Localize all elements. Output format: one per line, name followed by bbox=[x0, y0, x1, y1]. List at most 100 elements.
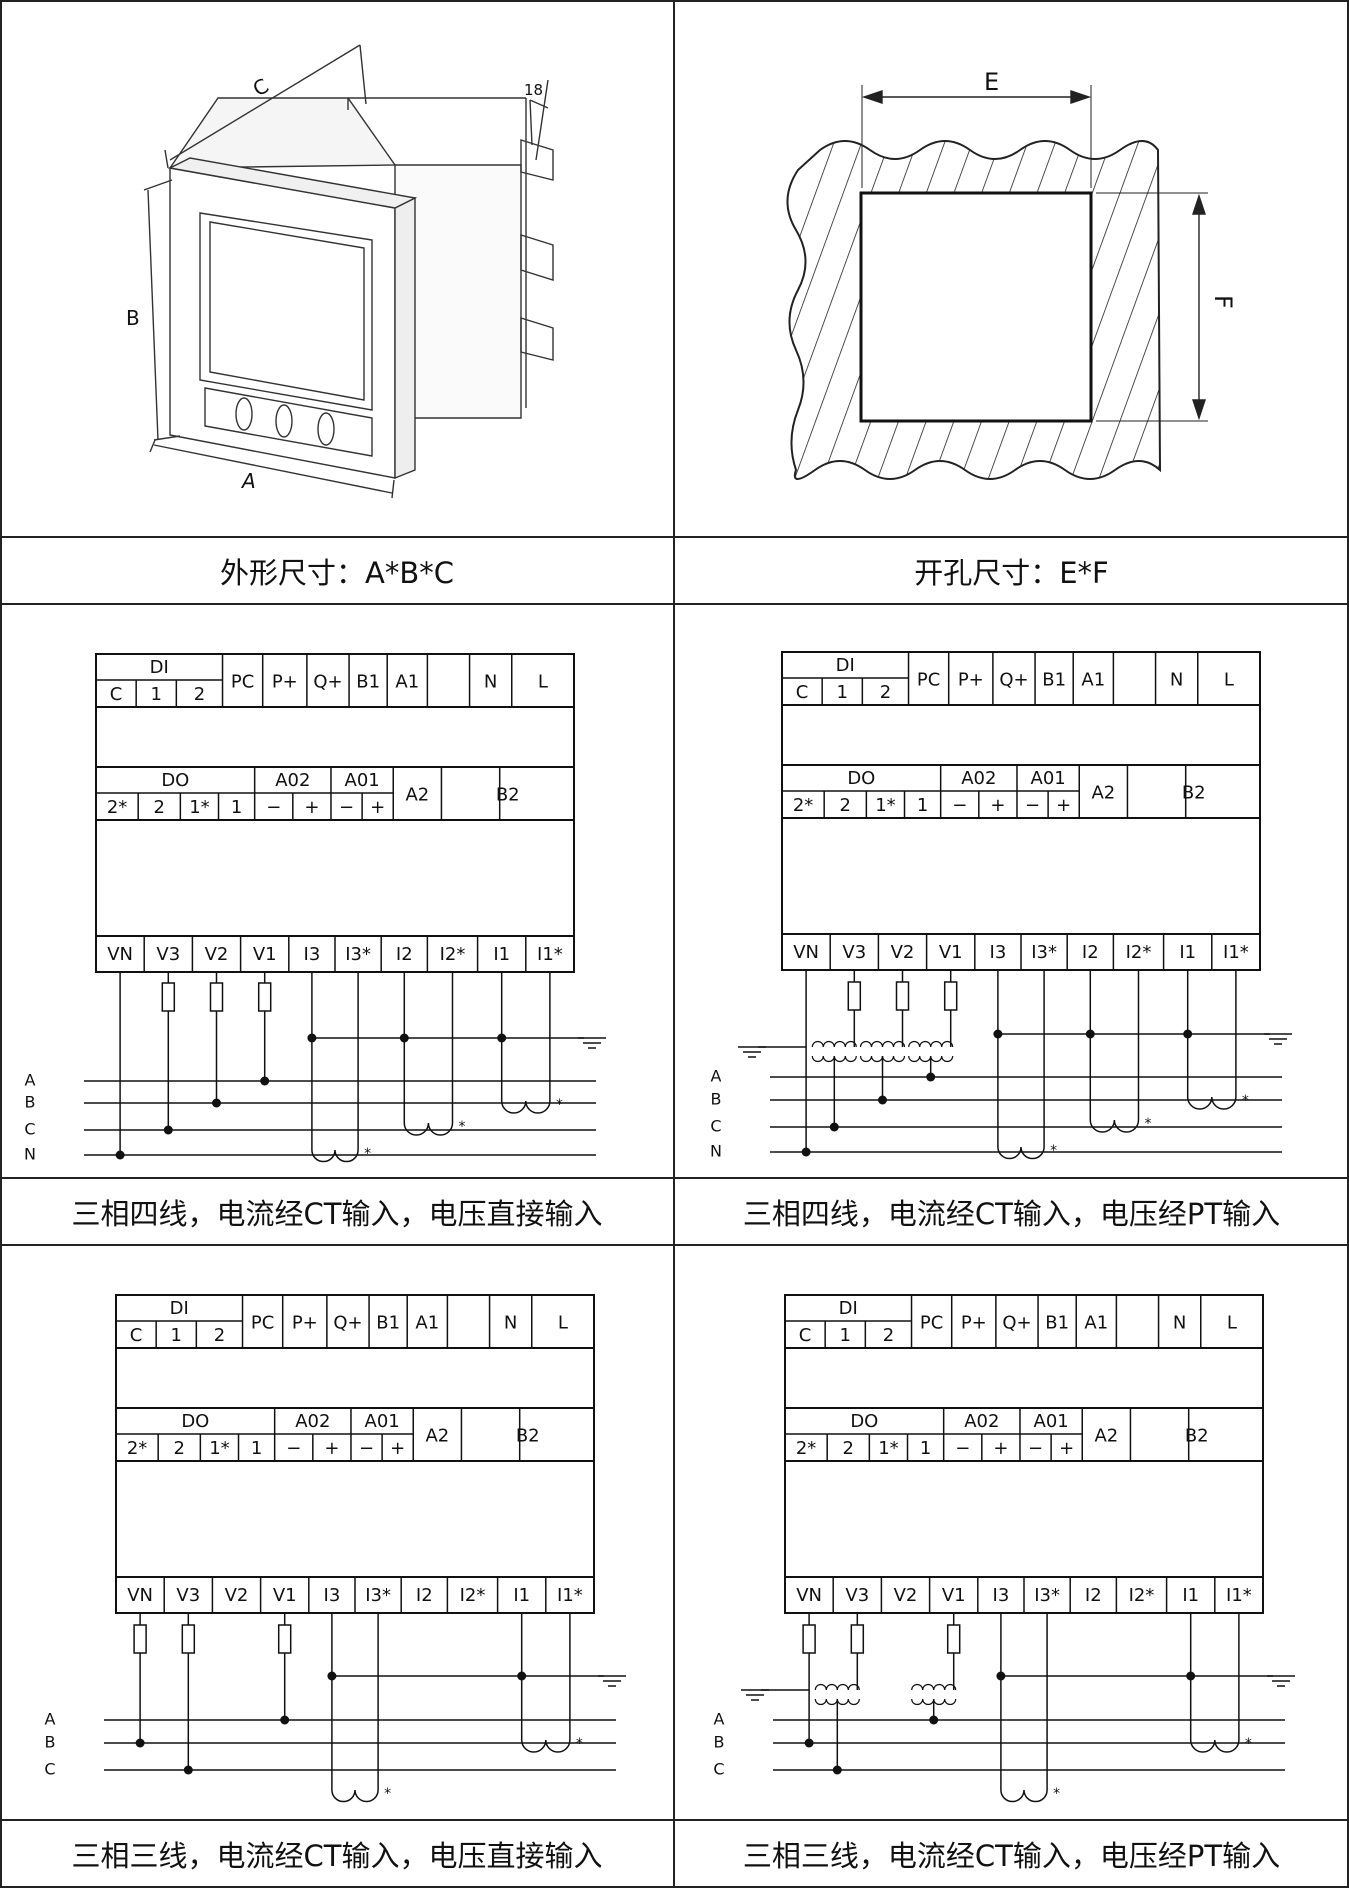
bottom-terminal: VN bbox=[796, 1585, 822, 1606]
ct-coil bbox=[1189, 1739, 1240, 1753]
dim-label-a: A bbox=[240, 469, 256, 493]
do-terminal: 1 bbox=[251, 1438, 262, 1459]
ao-terminal: − bbox=[955, 1438, 970, 1459]
do-terminal: 1 bbox=[231, 797, 242, 818]
fuse-symbol bbox=[181, 1624, 196, 1654]
bottom-terminal: VN bbox=[107, 944, 133, 965]
a2-terminal: A2 bbox=[1094, 1426, 1118, 1447]
ct-coil bbox=[1089, 1119, 1140, 1133]
ao2-header: A02 bbox=[961, 768, 996, 789]
ao-terminal: + bbox=[304, 797, 319, 818]
top-terminal: N bbox=[504, 1313, 517, 1334]
b2-terminal: B2 bbox=[1185, 1426, 1209, 1447]
ao-terminal: − bbox=[339, 797, 354, 818]
ao-terminal: − bbox=[266, 797, 281, 818]
di-terminal: 2 bbox=[880, 682, 891, 703]
bottom-terminal: VN bbox=[127, 1585, 153, 1606]
ao-terminal: − bbox=[952, 795, 967, 816]
top-terminal: PC bbox=[251, 1313, 274, 1334]
di-terminal: 1 bbox=[151, 684, 162, 705]
ct-polarity-mark: * bbox=[1050, 1143, 1057, 1159]
do-terminal: 1* bbox=[209, 1438, 229, 1459]
junction-dot bbox=[1186, 1671, 1196, 1681]
ct-polarity-mark: * bbox=[1245, 1736, 1252, 1752]
bottom-terminal: I1* bbox=[1226, 1585, 1252, 1606]
terminal-block-frame bbox=[115, 1294, 595, 1614]
top-terminal: B1 bbox=[376, 1313, 400, 1334]
bottom-terminal: I2 bbox=[396, 944, 413, 965]
di-terminal: 2 bbox=[883, 1325, 894, 1346]
phase-label: C bbox=[713, 1760, 724, 1779]
top-terminal: A1 bbox=[1084, 1313, 1108, 1334]
bottom-terminal: I3* bbox=[1034, 1585, 1060, 1606]
pt-coil-primary bbox=[911, 1683, 957, 1691]
do-terminal: 1* bbox=[875, 795, 895, 816]
junction-dot bbox=[307, 1033, 317, 1043]
fuse-symbol bbox=[277, 1624, 292, 1654]
ct-coil bbox=[311, 1149, 359, 1163]
bottom-terminal: I3 bbox=[324, 1585, 341, 1606]
ao-terminal: + bbox=[993, 1438, 1008, 1459]
bottom-terminal: I3* bbox=[345, 944, 371, 965]
do-header: DO bbox=[181, 1411, 209, 1432]
dim-label-depth: 18 bbox=[524, 81, 543, 99]
bottom-terminal: I1* bbox=[537, 944, 563, 965]
bottom-terminal: V3 bbox=[842, 942, 866, 963]
ct-coil bbox=[1000, 1789, 1048, 1803]
top-terminal: PC bbox=[920, 1313, 943, 1334]
ao1-header: A01 bbox=[1031, 768, 1066, 789]
dim-label-e: E bbox=[984, 68, 999, 96]
ao-terminal: − bbox=[1028, 1438, 1043, 1459]
ao-terminal: + bbox=[1056, 795, 1071, 816]
b2-terminal: B2 bbox=[496, 785, 520, 806]
bottom-terminal: V3 bbox=[156, 944, 180, 965]
fuse-symbol bbox=[943, 981, 958, 1011]
top-terminal: N bbox=[1170, 670, 1183, 691]
ao-terminal: + bbox=[370, 797, 385, 818]
pt-coil-primary bbox=[859, 1040, 906, 1048]
bottom-terminal: I2 bbox=[1082, 942, 1099, 963]
panel-cutout-drawing bbox=[786, 85, 1208, 480]
do-terminal: 2 bbox=[840, 795, 851, 816]
ct-polarity-mark: * bbox=[1144, 1116, 1151, 1132]
bottom-terminal: I2 bbox=[1085, 1585, 1102, 1606]
di-terminal: C bbox=[799, 1325, 812, 1346]
di-terminal: 1 bbox=[840, 1325, 851, 1346]
top-terminal: L bbox=[1227, 1313, 1237, 1334]
ct-coil bbox=[997, 1146, 1045, 1160]
terminal-block-frame bbox=[95, 653, 575, 973]
ct-polarity-mark: * bbox=[384, 1786, 391, 1802]
do-header: DO bbox=[847, 768, 875, 789]
top-terminal: B1 bbox=[1045, 1313, 1069, 1334]
do-terminal: 2* bbox=[127, 1438, 147, 1459]
ao2-header: A02 bbox=[295, 1411, 330, 1432]
fuse-symbol bbox=[847, 981, 862, 1011]
junction-dot bbox=[497, 1033, 507, 1043]
di-header: DI bbox=[150, 657, 169, 678]
phase-label: C bbox=[24, 1120, 35, 1139]
pt-coil-primary bbox=[811, 1040, 857, 1048]
do-terminal: 1 bbox=[920, 1438, 931, 1459]
bottom-terminal: V1 bbox=[942, 1585, 966, 1606]
top-terminal: Q+ bbox=[1002, 1313, 1031, 1334]
bottom-terminal: I1 bbox=[513, 1585, 530, 1606]
a2-terminal: A2 bbox=[425, 1426, 449, 1447]
top-terminal: P+ bbox=[292, 1313, 318, 1334]
top-terminal: A1 bbox=[415, 1313, 439, 1334]
top-terminal: P+ bbox=[958, 670, 984, 691]
a2-terminal: A2 bbox=[1091, 783, 1115, 804]
phase-label: C bbox=[44, 1760, 55, 1779]
dim-label-c: C bbox=[249, 73, 273, 101]
junction-dot bbox=[829, 1122, 839, 1132]
pt-coil-primary bbox=[814, 1683, 860, 1691]
phase-label: C bbox=[710, 1117, 721, 1136]
fuse-symbol bbox=[802, 1624, 816, 1654]
di-terminal: C bbox=[796, 682, 809, 703]
fuse-symbol bbox=[257, 982, 272, 1012]
phase-label: N bbox=[24, 1145, 36, 1164]
caption-3w-direct: 三相三线，电流经CT输入，电压直接输入 bbox=[71, 1838, 603, 1873]
junction-dot bbox=[878, 1095, 888, 1105]
phase-label: A bbox=[714, 1710, 725, 1729]
